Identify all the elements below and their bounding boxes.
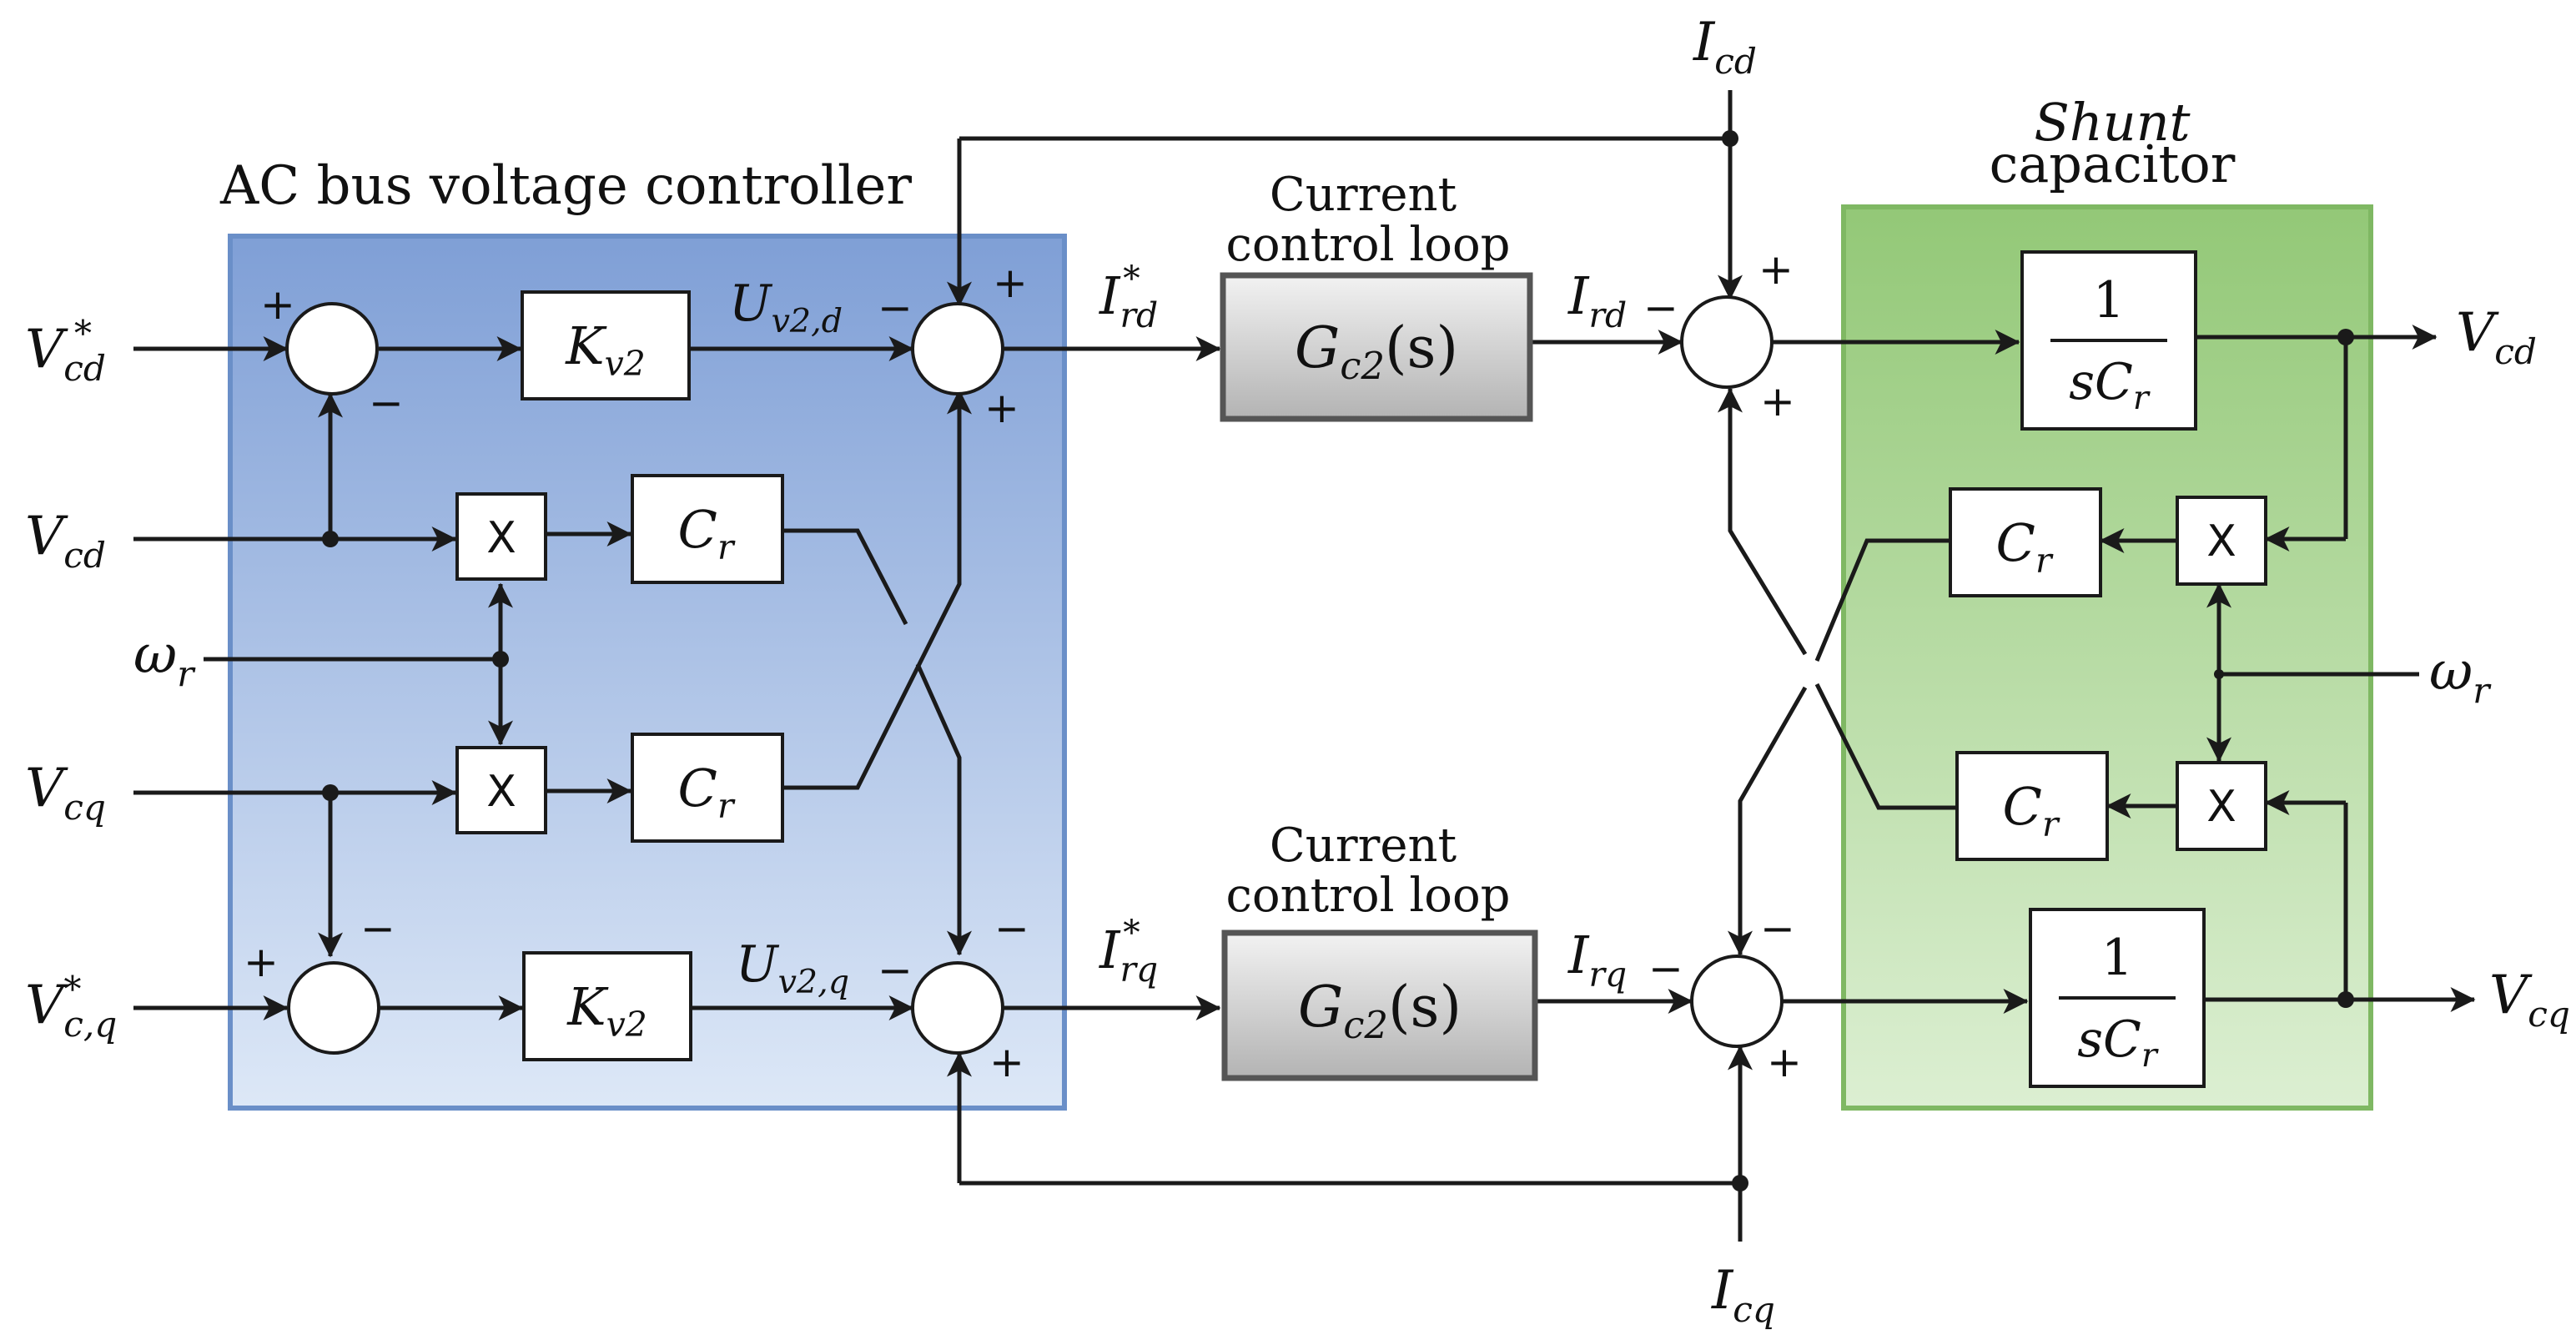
svg-text:X: X [2206,782,2236,832]
multiplier-right-top: X [2176,496,2267,586]
svg-text:sCr: sCr [2077,1010,2159,1075]
svg-text:+: + [984,384,1019,432]
capacitance-block-left-bottom: Cr [631,733,784,843]
svg-text:X: X [486,513,516,563]
label-vcd-in: Vcd [25,506,106,576]
multiplier-left-top: X [455,492,547,581]
summer-ird-ref [911,302,1004,395]
summer-ird [1680,295,1774,389]
svg-text:Cr: Cr [677,758,735,826]
svg-text:+: + [244,938,279,986]
svg-text:+: + [260,280,295,329]
label-omega-left: ωr [133,624,196,694]
svg-text:Gc2(s): Gc2(s) [1295,315,1458,388]
signal-labels: Vcd* Vcd ωr Vcq Vc,q* Uv2,d Uv2,q Ird* I… [25,12,2570,1330]
label-vcd-out: Vcd [2456,302,2537,372]
label-vcq-in: Vcq [25,758,106,828]
svg-text:−: − [878,284,913,332]
integrator-block-q: 1 sCr [2029,908,2206,1088]
label-irq: Irq [1567,924,1627,995]
capacitance-block-right-top: Cr [1949,487,2102,597]
summer-irq [1690,955,1784,1048]
svg-text:Gc2(s): Gc2(s) [1298,975,1462,1047]
summer-irq-ref [911,961,1004,1055]
label-uv2d: Uv2,d [729,275,843,340]
label-ird-ref: Ird* [1099,259,1158,335]
label-ird: Ird [1567,265,1627,335]
svg-text:−: − [994,904,1029,953]
svg-text:−: − [360,904,395,953]
svg-text:−: − [878,946,913,995]
integrator-block-d: 1 sCr [2020,250,2197,431]
multiplier-right-bottom: X [2176,761,2267,851]
label-vcq-out: Vcq [2489,965,2570,1035]
svg-text:Cr: Cr [1995,512,2053,581]
current-loop-title-bot-2: control loop [1225,869,1510,923]
ac-controller-title: AC bus voltage controller [219,155,912,217]
label-icd: Icd [1693,12,1757,82]
label-icq: Icq [1711,1260,1775,1330]
summer-signs: + − − + + − + + − + − − + − − + [244,245,1802,1086]
gain-block-kv2-d: Kv2 [521,290,691,400]
junction-dots [322,130,2354,1191]
signal-wires [133,90,2476,1242]
label-vcq-ref: Vc,q* [25,969,117,1045]
svg-text:−: − [1643,284,1678,332]
svg-text:Cr: Cr [677,499,735,567]
multiplier-left-bottom: X [455,746,547,834]
shunt-title-line2: capacitor [1990,134,2236,194]
gain-block-kv2-q: Kv2 [522,951,692,1061]
svg-text:+: + [993,259,1028,307]
svg-text:X: X [486,767,516,817]
svg-text:+: + [1767,1038,1802,1086]
summer-vd-error [285,302,379,395]
shunt-title-line1: Shunt [2034,92,2190,153]
label-uv2q: Uv2,q [736,935,849,1001]
svg-text:1: 1 [2101,929,2133,987]
svg-text:+: + [989,1038,1024,1086]
current-controller-gc2-d: Gc2(s) [1220,272,1533,422]
svg-text:+: + [1760,377,1795,426]
current-controller-gc2-q: Gc2(s) [1221,929,1538,1081]
current-loop-title-bot-1: Current [1270,819,1457,873]
svg-text:Cr: Cr [2002,776,2060,844]
summer-vq-error [287,961,380,1055]
capacitance-block-left-top: Cr [631,474,784,584]
svg-text:sCr: sCr [2069,353,2151,417]
svg-text:1: 1 [2093,271,2125,330]
svg-text:−: − [1648,945,1683,993]
svg-text:+: + [1758,245,1794,294]
label-omega-right: ωr [2429,641,2492,711]
current-loop-title-top-2: control loop [1225,218,1510,272]
svg-text:Kv2: Kv2 [565,315,645,384]
label-vcd-ref: Vcd* [25,313,106,389]
current-loop-title-top-1: Current [1270,168,1457,222]
svg-text:−: − [369,379,404,427]
label-irq-ref: Irq* [1099,913,1158,990]
svg-text:Kv2: Kv2 [566,976,647,1045]
capacitance-block-right-bottom: Cr [1955,751,2109,861]
svg-text:−: − [1760,904,1795,953]
svg-text:X: X [2206,516,2236,567]
